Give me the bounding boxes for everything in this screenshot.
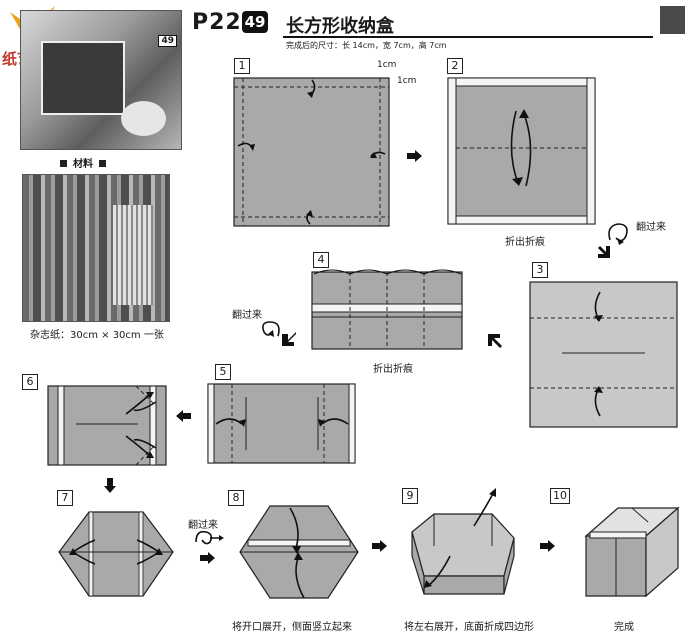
step-7-number: 7 [57,490,73,506]
step-6-number: 6 [22,374,38,390]
flip-over-icon [262,321,280,337]
step-1-number: 1 [234,58,250,74]
page-number: P22 [192,10,242,35]
step-4-diagram [311,269,463,350]
step-1-diagram [233,77,390,227]
page-title: 长方形收纳盒 [286,16,394,37]
step-3-number: 3 [532,262,548,278]
step-3-flip-label: 翻过来 [636,222,666,233]
next-arrow-icon [488,334,502,348]
bullet-icon [99,160,106,167]
next-arrow-icon [372,540,387,552]
next-arrow-icon [407,150,422,162]
next-arrow-icon [540,540,555,552]
dimension-label-top: 1cm [377,60,397,70]
corner-tab [660,6,685,34]
photo-badge: 49 [158,35,177,47]
step-10-diagram [584,506,680,598]
model-number-badge: 49 [242,11,268,33]
title-rule [283,36,653,38]
tray-shape [121,101,166,136]
step-8-caption: 将开口展开，侧面竖立起来 [232,622,352,633]
step-8-flip-label: 翻过来 [188,520,218,531]
step-7-diagram [58,511,174,597]
finished-box-photo: 49 [20,10,182,150]
materials-heading: 材料 [60,155,106,170]
bullet-icon [60,160,67,167]
next-arrow-icon [282,332,296,346]
subtitle: 完成后的尺寸：长 14cm，宽 7cm，高 7cm [286,41,447,50]
next-arrow-icon [104,478,116,493]
step-9-caption: 将左右展开，底面折成四边形 [404,622,534,633]
magazine-paper-photo [22,174,170,322]
step-4-number: 4 [313,252,329,268]
flip-over-icon [608,223,628,245]
next-arrow-icon [598,246,610,258]
step-5-diagram [207,383,356,464]
step-8-diagram [239,505,359,599]
next-arrow-icon [200,552,215,564]
step-9-number: 9 [402,488,418,504]
step-5-flip-label: 翻过来 [232,310,262,321]
flip-over-icon [195,530,224,545]
dimension-label-side: 1cm [397,76,417,86]
step-10-number: 10 [550,488,570,504]
step-3-diagram [529,281,678,428]
step-2-caption: 折出折痕 [505,237,545,248]
step-2-number: 2 [447,58,463,74]
step-8-number: 8 [228,490,244,506]
next-arrow-icon [176,410,191,422]
step-4-caption: 折出折痕 [373,364,413,375]
step-9-diagram [411,488,515,595]
photo-highlight [113,205,153,305]
step-10-caption: 完成 [614,622,634,633]
step-2-diagram [447,77,596,225]
step-6-diagram [47,385,167,466]
box-shape [41,41,125,115]
step-5-number: 5 [215,364,231,380]
materials-caption: 杂志纸：30cm × 30cm 一张 [30,330,164,341]
